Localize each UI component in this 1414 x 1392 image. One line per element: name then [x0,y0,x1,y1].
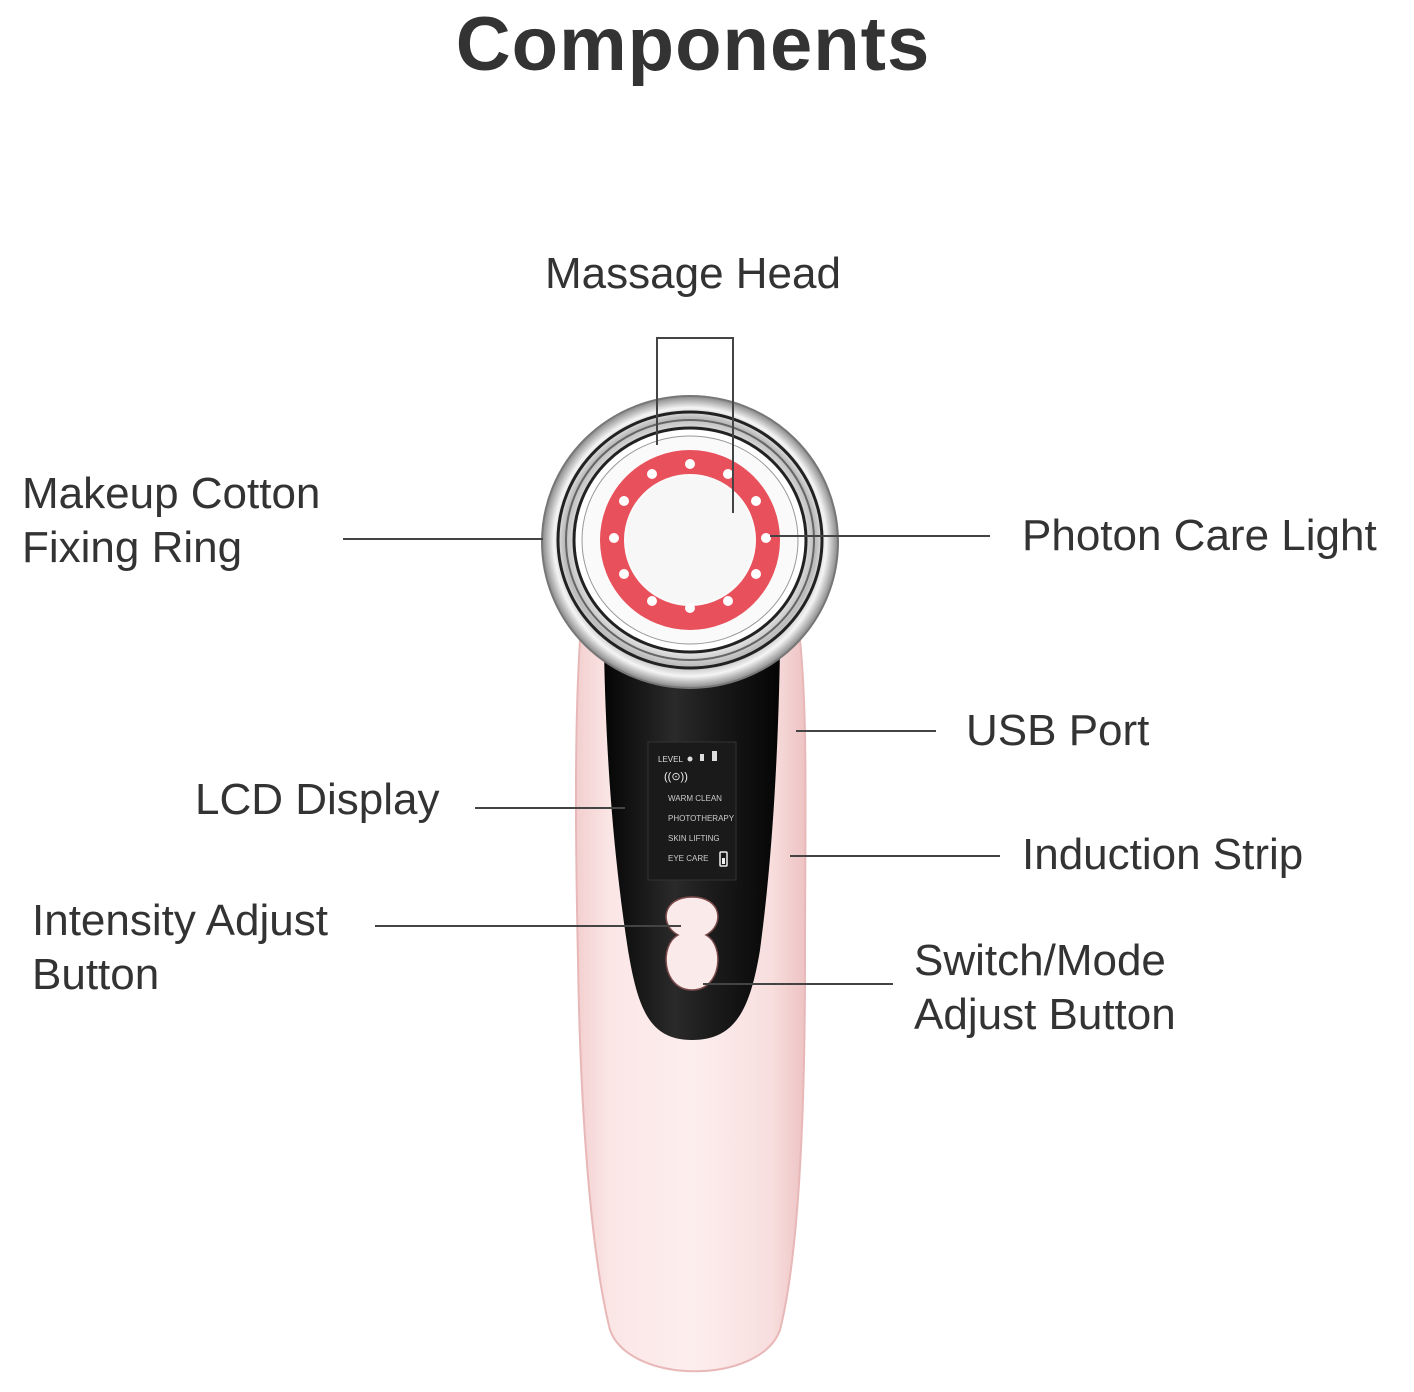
svg-text:EYE CARE: EYE CARE [668,854,708,863]
svg-text:LEVEL: LEVEL [658,755,683,764]
control-buttons [665,896,719,991]
label-switch-mode-adjust-button: Switch/Mode Adjust Button [914,936,1176,1039]
label-lcd-display: LCD Display [195,775,440,824]
label-usb-port: USB Port [966,706,1150,755]
lcd-screen: LEVEL ((⊙)) WARM CLEAN PHOTOTHERAPY SKIN… [647,741,737,881]
label-massage-head: Massage Head [545,249,841,298]
label-intensity-adjust-button: Intensity Adjust Button [32,896,328,999]
leader-massage-head [656,337,734,513]
page-title: Components [455,2,931,87]
svg-text:((⊙)): ((⊙)) [664,771,688,783]
massage-head [541,395,839,689]
svg-text:PHOTOTHERAPY: PHOTOTHERAPY [668,814,735,823]
label-induction-strip: Induction Strip [1022,830,1304,879]
svg-text:SKIN LIFTING: SKIN LIFTING [668,834,720,843]
label-makeup-cotton-fixing-ring: Makeup Cotton Fixing Ring [22,469,321,572]
label-photon-care-light: Photon Care Light [1022,511,1377,560]
svg-text:WARM CLEAN: WARM CLEAN [668,794,722,803]
